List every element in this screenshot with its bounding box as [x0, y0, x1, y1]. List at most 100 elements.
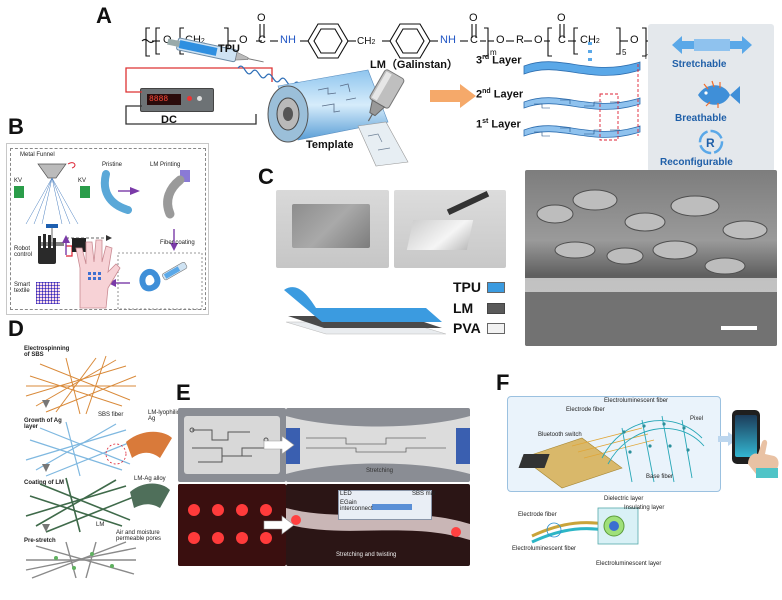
chem-o6: O [534, 34, 543, 46]
reconfigurable-label: Reconfigurable [660, 157, 733, 168]
process-down-arrows-d [42, 400, 50, 532]
textile-display-illustration [518, 415, 705, 489]
white-arrow-bottom [263, 515, 295, 535]
breathable-fish-icon [698, 80, 740, 108]
chem-r: R [516, 34, 524, 46]
prestretched-mesh [25, 541, 137, 579]
legend-pva: PVA [453, 320, 481, 336]
el-layer-label: Electroluminescent layer [596, 561, 662, 567]
stretchable-label: Stretchable [672, 59, 727, 70]
pristine-label: Pristine [102, 162, 123, 168]
chem-c1: C [258, 34, 266, 46]
electrode-fiber2-label: Electrode fiber [518, 512, 557, 518]
chem-o1: O [163, 34, 172, 46]
legend-tpu-swatch [487, 282, 505, 293]
chem-subn: n [645, 52, 649, 61]
panel-b-dashed [10, 148, 206, 310]
chem-o-double1: O [257, 12, 266, 24]
sbs-mat-label: SBS mat [412, 491, 436, 497]
legend-lm: LM [453, 300, 474, 316]
panel-label-b: B [8, 114, 24, 139]
step-coating-lm: Coating of LM [24, 480, 64, 486]
robot-hand-icon [38, 234, 56, 264]
dc-label: DC [161, 114, 177, 126]
panel-label-f: F [496, 370, 510, 395]
dielectric-label: Dielectric layer [604, 496, 644, 502]
chem-o5: O [496, 34, 505, 46]
panel-label-e: E [176, 380, 191, 405]
template-label: Template [306, 139, 354, 151]
electrode-fiber-label: Electrode fiber [566, 407, 605, 413]
legend-pva-swatch [487, 323, 505, 334]
white-arrow-top [263, 435, 295, 455]
lm-printing-label: LM Printing [150, 162, 181, 168]
stretch-icon [672, 36, 752, 54]
textile-grid [36, 282, 60, 304]
hand-pointer-icon [748, 439, 779, 478]
dc-power-supply: 8888 [140, 88, 214, 112]
el-fiber2-label: Electroluminescent fiber [512, 546, 577, 552]
fiber-coating-illustration [139, 261, 188, 292]
pixel-label: Pixel [690, 416, 704, 422]
led-label: LED [340, 491, 352, 497]
sbs-fiber-mesh [25, 355, 137, 415]
orange-arrow [430, 84, 476, 108]
lm-label-d: LM [96, 522, 105, 528]
hand-textile-illustration [75, 239, 121, 309]
base-fiber-label: Base fiber [646, 474, 674, 480]
chem-nh1: NH [280, 34, 296, 46]
lm-label: LM（Galinstan） [370, 59, 459, 71]
legend-tpu: TPU [453, 279, 481, 295]
chem-c2: C [470, 34, 478, 46]
photo-film-gray [276, 190, 389, 268]
ag-fiber-mesh [25, 421, 172, 477]
layer-2-label: 2nd Layer [476, 88, 524, 101]
chem-o-double3: O [557, 12, 566, 24]
reconfigurable-recycle-icon: R [698, 129, 724, 155]
dc-wires [125, 67, 273, 125]
syringe-icon [167, 37, 264, 63]
chem-o-double2: O [469, 12, 478, 24]
stretch-twist-label: Stretching and twisting [336, 552, 397, 558]
chem-nh2: NH [440, 34, 456, 46]
legend-lm-swatch [487, 303, 505, 314]
led-photo-twisting [286, 484, 470, 566]
sbs-fiber-label: SBS fiber [98, 412, 124, 418]
layer-3-label: 3rd Layer [476, 54, 522, 67]
metal-funnel-label: Metal Funnel [20, 152, 55, 158]
stretching-label: Stretching [366, 468, 394, 474]
lm-bottle-icon [367, 69, 405, 122]
layer-1-label: 1st Layer [476, 118, 521, 131]
fiber-pristine [100, 170, 132, 214]
kv-left-label: KV [14, 178, 23, 184]
fiber-cross-section [531, 507, 639, 545]
lm-ag-alloy-label: LM-Ag alloy [134, 476, 166, 482]
chem-c3: C [558, 34, 566, 46]
fiber-coating-label: Fiber coating [160, 240, 195, 246]
breathable-label: Breathable [675, 113, 727, 124]
template-drum [267, 69, 409, 167]
svg-text:R: R [706, 136, 715, 150]
panel-label-d: D [8, 316, 24, 341]
panel-label-a: A [96, 3, 112, 28]
stacked-layers [523, 42, 641, 141]
process-arrows-b [62, 187, 203, 310]
layer-stack-illustration [284, 287, 447, 335]
insulating-label: Insulating layer [624, 505, 665, 511]
textile-display-box [507, 396, 721, 492]
bluetooth-label: Bluetooth switch [538, 432, 582, 438]
el-fiber-label: Electroluminescent fiber [604, 398, 669, 404]
chem-sub5: 5 [622, 48, 627, 57]
panel-label-c: C [258, 164, 274, 189]
funnel-diagram [14, 162, 90, 257]
fiber-lm-printed [163, 170, 190, 219]
photo-film-peeling [394, 190, 506, 268]
chem-o7: O [630, 34, 639, 46]
